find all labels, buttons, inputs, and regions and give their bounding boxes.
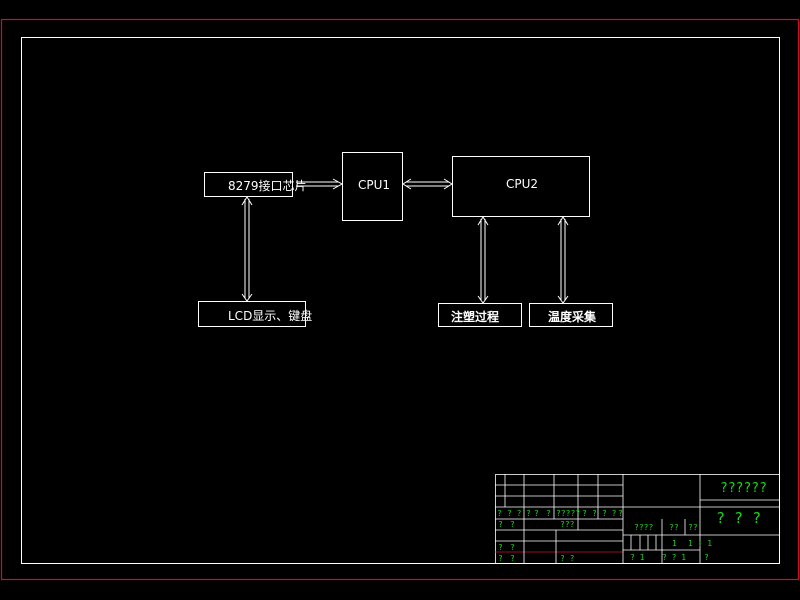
- tb-row-a-7: ?: [582, 509, 587, 518]
- block-cpu2[interactable]: CPU2: [452, 156, 590, 217]
- tb-c3: ???: [560, 520, 575, 529]
- tb-d2: ? ? 1: [662, 553, 686, 562]
- tb-b2: ?: [510, 554, 515, 563]
- arrow-cpu1-cpu2: [402, 178, 453, 190]
- tb-subtitle: ? ? ?: [716, 509, 761, 527]
- block-cpu2-label: CPU2: [506, 177, 538, 191]
- arrow-chip-lcd: [241, 196, 253, 302]
- block-temperature[interactable]: 温度采集: [529, 303, 613, 327]
- block-lcd[interactable]: LCD显示、键盘: [198, 301, 313, 327]
- tb-row-a-1: ?: [497, 509, 502, 518]
- tb-row-a-5: ?: [546, 509, 551, 518]
- tb-g4: 1 : 1: [688, 539, 712, 548]
- tb-row-a-6: ?????: [556, 509, 580, 518]
- tb-title: ??????: [720, 481, 767, 496]
- outer-frame: [0, 18, 800, 581]
- tb-row-a-10: ?: [618, 509, 623, 518]
- tb-h2: ??: [669, 523, 679, 532]
- tb-row-a-9: ? ?: [602, 509, 617, 518]
- block-chip[interactable]: 8279接口芯片: [204, 172, 307, 197]
- tb-row-a-2: ? ?: [507, 509, 522, 518]
- arrow-cpu2-temperature: [557, 216, 569, 304]
- tb-d3: ?: [704, 553, 709, 562]
- inner-frame: [21, 37, 780, 564]
- block-chip-label: 8279接口芯片: [228, 178, 307, 193]
- block-injection-label: 注塑过程: [451, 309, 499, 324]
- title-block: [495, 474, 780, 564]
- tb-c2: ?: [510, 520, 515, 529]
- tb-g1: ?: [498, 543, 503, 552]
- tb-c1: ?: [498, 520, 503, 529]
- tb-d1: ? 1: [630, 553, 645, 562]
- tb-g2: ?: [510, 543, 515, 552]
- block-injection[interactable]: 注塑过程: [438, 303, 522, 327]
- block-cpu1[interactable]: CPU1: [342, 152, 403, 221]
- tb-b3: ? ?: [560, 554, 575, 563]
- tb-row-a-8: ?: [592, 509, 597, 518]
- tb-b1: ?: [498, 554, 503, 563]
- block-lcd-label: LCD显示、键盘: [228, 308, 312, 323]
- tb-h3: ??: [688, 523, 698, 532]
- arrow-cpu2-injection: [477, 216, 489, 304]
- block-cpu1-label: CPU1: [358, 178, 390, 192]
- block-temperature-label: 温度采集: [548, 309, 597, 324]
- tb-h1: ????: [634, 523, 653, 532]
- arrow-chip-cpu1: [296, 178, 344, 190]
- tb-row-a-4: ?: [534, 509, 539, 518]
- tb-g3: 1: [672, 539, 677, 548]
- tb-row-a-3: ?: [526, 509, 531, 518]
